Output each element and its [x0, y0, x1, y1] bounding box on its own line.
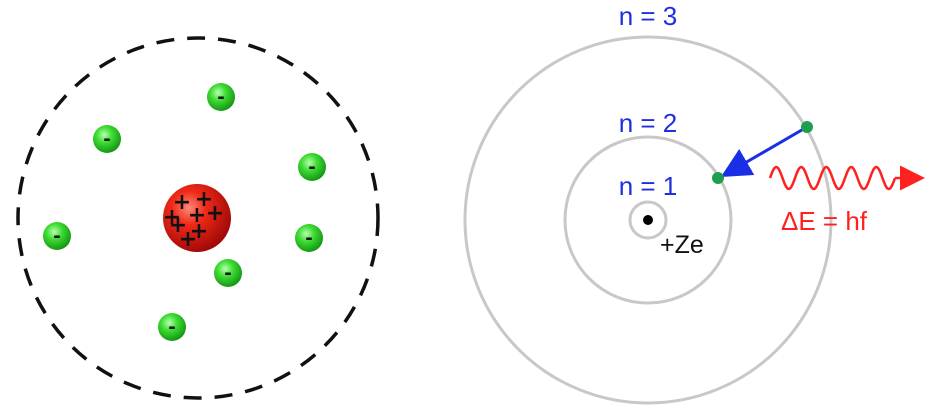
nucleus-plus-sign: + [179, 227, 197, 252]
orbit-n1 [628, 200, 668, 240]
nucleus-plus-sign: + [195, 187, 213, 212]
electron-dot-n2 [712, 172, 724, 184]
electron: - [295, 224, 323, 252]
electron: - [298, 153, 326, 181]
electron-sphere [43, 222, 71, 250]
nucleus-plus-sign: + [173, 190, 191, 215]
right-bohr-model: n = 3 n = 2 n = 1 +Ze ΔE = hf [463, 1, 925, 405]
electron-sphere [158, 313, 186, 341]
electron-minus-sign: - [103, 129, 110, 150]
nucleus: ++++++++ [163, 184, 231, 252]
orbit-n3 [463, 35, 833, 405]
electron-dot-n3 [801, 121, 813, 133]
electron: - [207, 83, 235, 111]
nucleus-sphere [163, 184, 231, 252]
electron-sphere [207, 83, 235, 111]
orbit-label-n2: n = 2 [619, 108, 678, 138]
photon-wave [768, 165, 897, 191]
photon-energy-label: ΔE = hf [781, 206, 868, 236]
electron-minus-sign: - [217, 87, 224, 108]
electron-minus-sign: - [168, 317, 175, 338]
nucleus-plus-sign: + [188, 203, 206, 228]
electron: - [43, 222, 71, 250]
electron-minus-sign: - [53, 226, 60, 247]
orbit-n2 [563, 135, 733, 305]
nucleus-plus-sign: + [206, 201, 224, 226]
electron: - [93, 125, 121, 153]
nucleus-plus-sign: + [163, 205, 181, 230]
electron-sphere [214, 259, 242, 287]
bohr-nucleus [643, 215, 653, 225]
electron-minus-sign: - [224, 263, 231, 284]
orbit-label-n3: n = 3 [619, 1, 678, 31]
electrons: - - - - - - - [43, 83, 326, 341]
nucleus-charge-label: +Ze [660, 231, 704, 259]
electron-minus-sign: - [305, 228, 312, 249]
electron: - [214, 259, 242, 287]
nucleus-plus-sign: + [169, 213, 187, 238]
atom-boundary-dashed-circle [16, 36, 380, 400]
orbit-label-n1: n = 1 [619, 171, 678, 201]
electron-sphere [295, 224, 323, 252]
electron-sphere [298, 153, 326, 181]
transition-arrow [720, 125, 808, 178]
electron-sphere [93, 125, 121, 153]
nucleus-charge-signs: ++++++++ [163, 187, 224, 252]
left-atom-model: ++++++++ ------- [16, 36, 380, 400]
nucleus-plus-sign: + [190, 219, 208, 244]
electron-minus-sign: - [308, 157, 315, 178]
electron: - [158, 313, 186, 341]
